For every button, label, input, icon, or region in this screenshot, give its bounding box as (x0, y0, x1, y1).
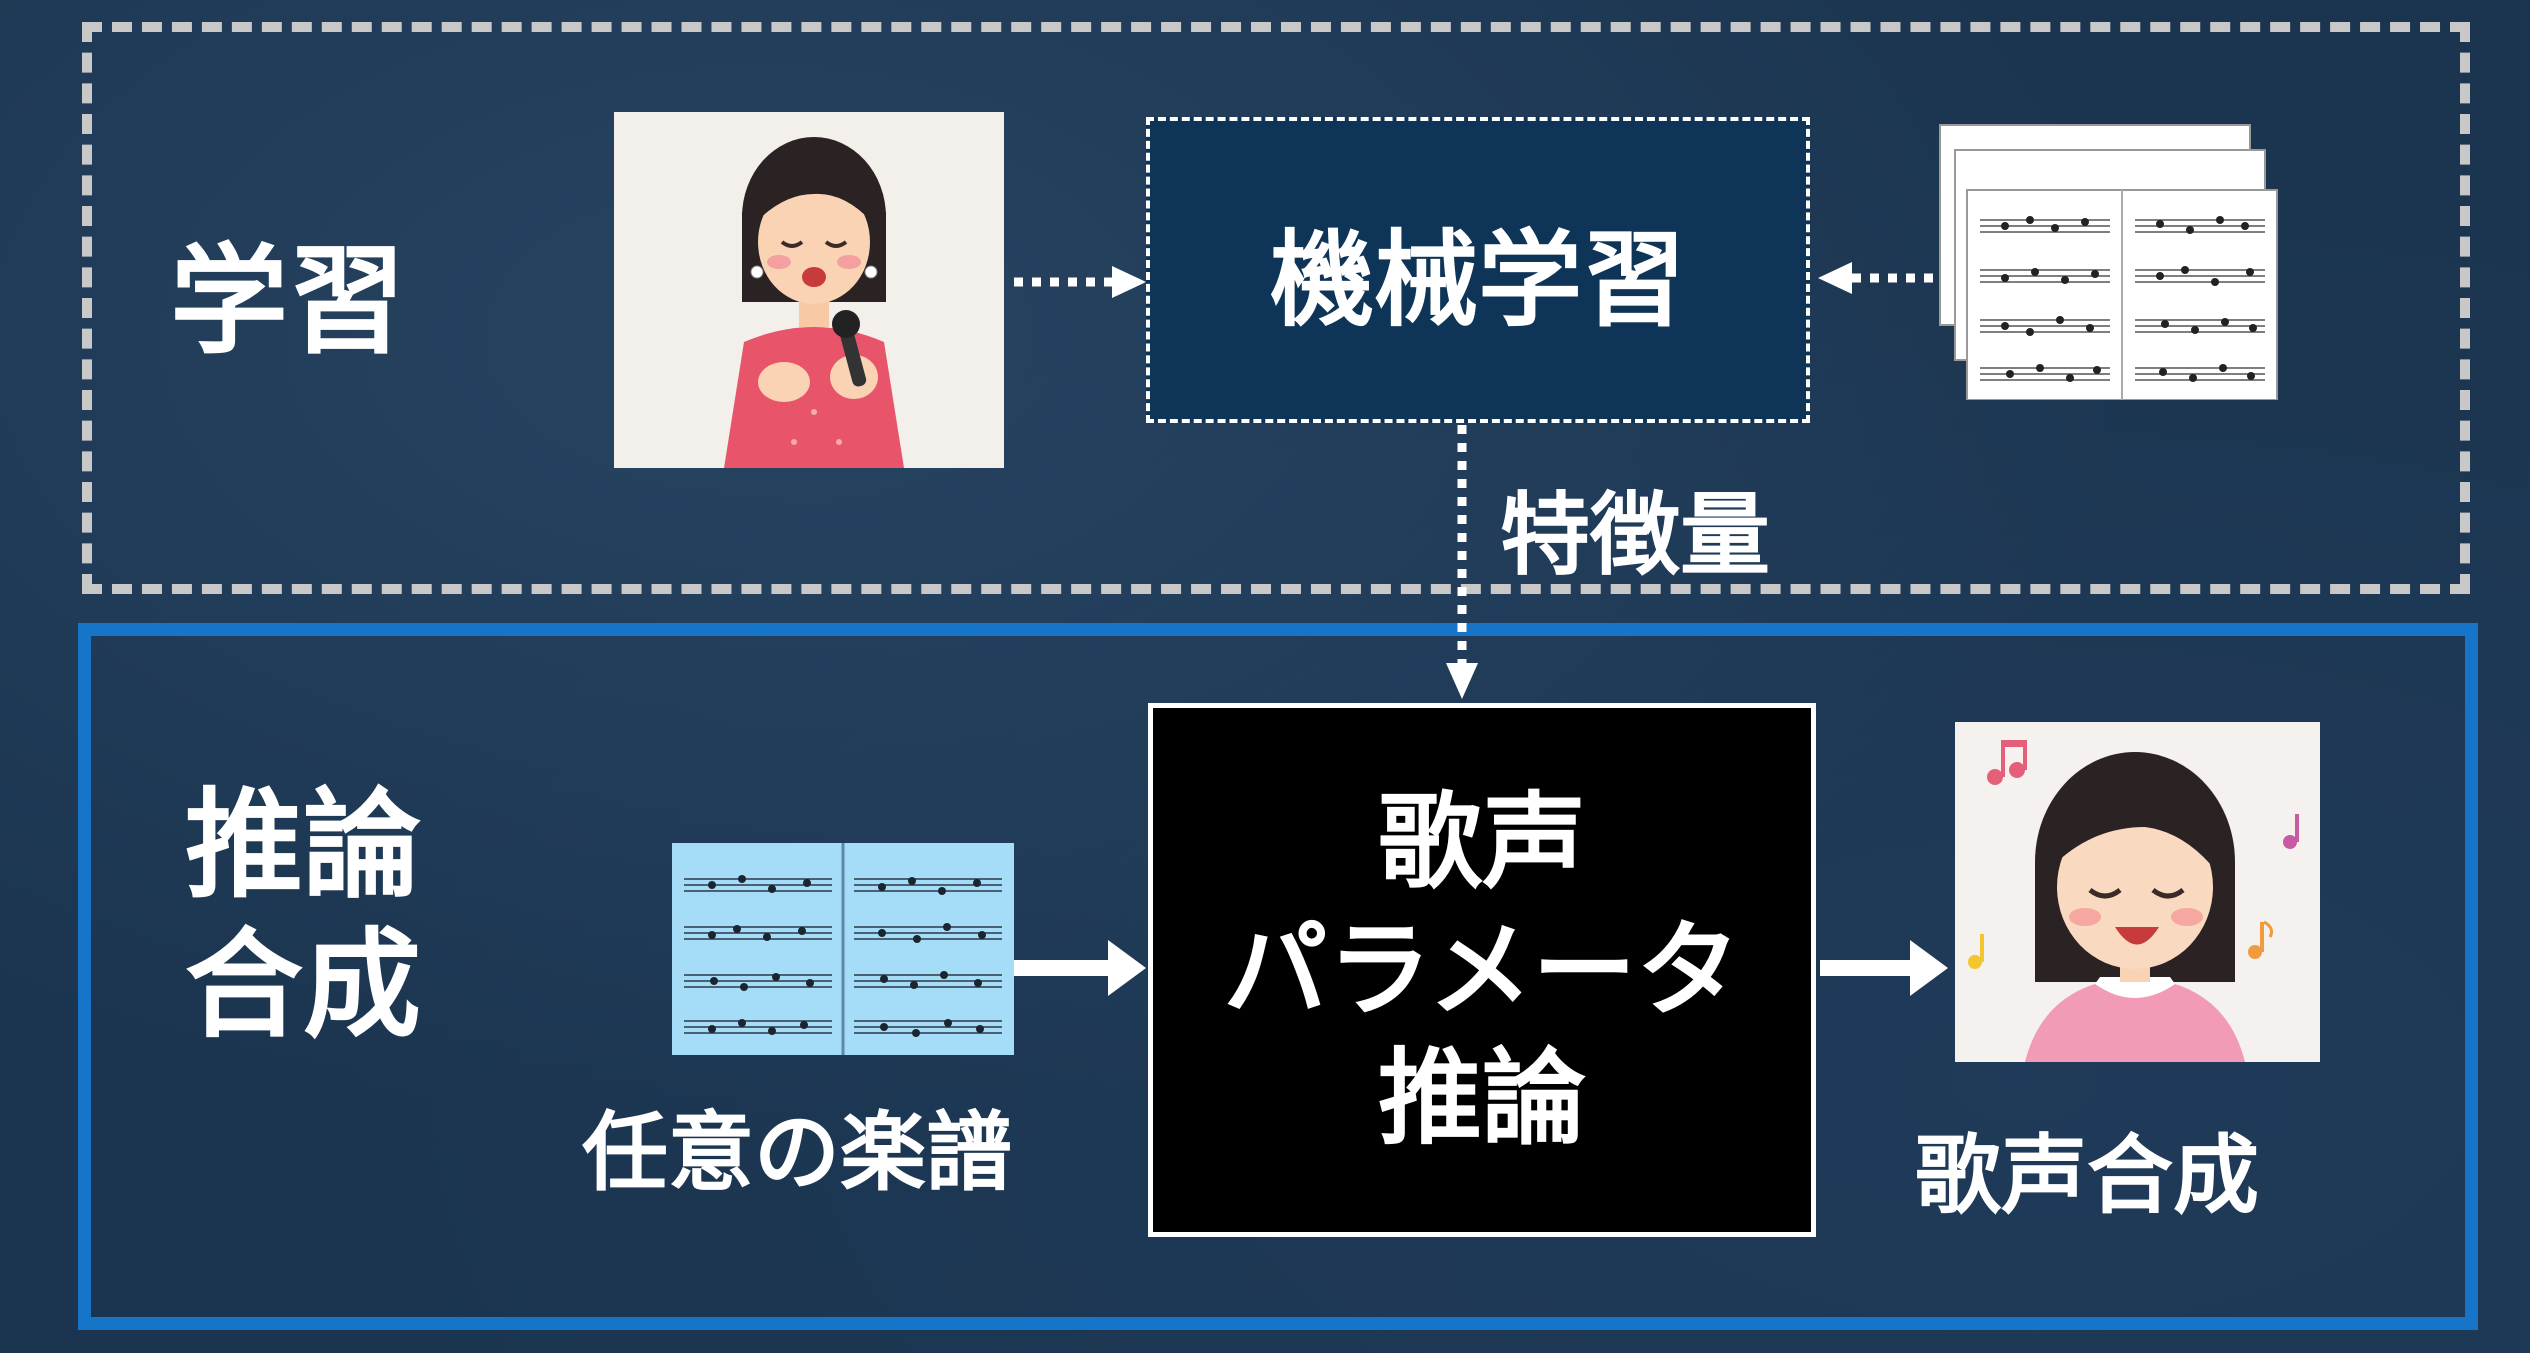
arrow-score-to-ml (1818, 262, 1940, 294)
parameter-inference-box: 歌声 パラメータ 推論 (1148, 703, 1816, 1237)
feature-label: 特徴量 (1500, 483, 1770, 588)
singer-with-microphone-icon (614, 112, 1004, 468)
arrow-singer-to-ml (1014, 266, 1146, 298)
inference-section (78, 623, 2478, 1330)
inference-label-line-1: 推論 (185, 776, 422, 914)
sheet-music-icon (672, 843, 1014, 1055)
arrow-score-to-inference (1014, 940, 1146, 996)
arrow-inference-to-synthesis (1820, 940, 1948, 996)
inference-label-line-2: 合成 (185, 916, 422, 1054)
inference-box-line-1: 歌声 (1377, 781, 1586, 903)
inference-label: 推論 合成 (185, 775, 421, 1055)
inference-box-line-3: 推論 (1377, 1037, 1586, 1159)
arrow-feature-to-inference (1446, 425, 1478, 699)
machine-learning-box: 機械学習 (1146, 117, 1810, 423)
training-section (82, 22, 2470, 594)
singing-woman-icon (1955, 722, 2320, 1062)
sheet-music-stack-icon (1935, 120, 2280, 400)
singing-synthesis-label: 歌声合成 (1915, 1126, 2259, 1226)
inference-box-line-2: パラメータ (1223, 909, 1741, 1031)
arbitrary-score-label: 任意の楽譜 (582, 1103, 1012, 1203)
training-label: 学習 (170, 232, 407, 370)
